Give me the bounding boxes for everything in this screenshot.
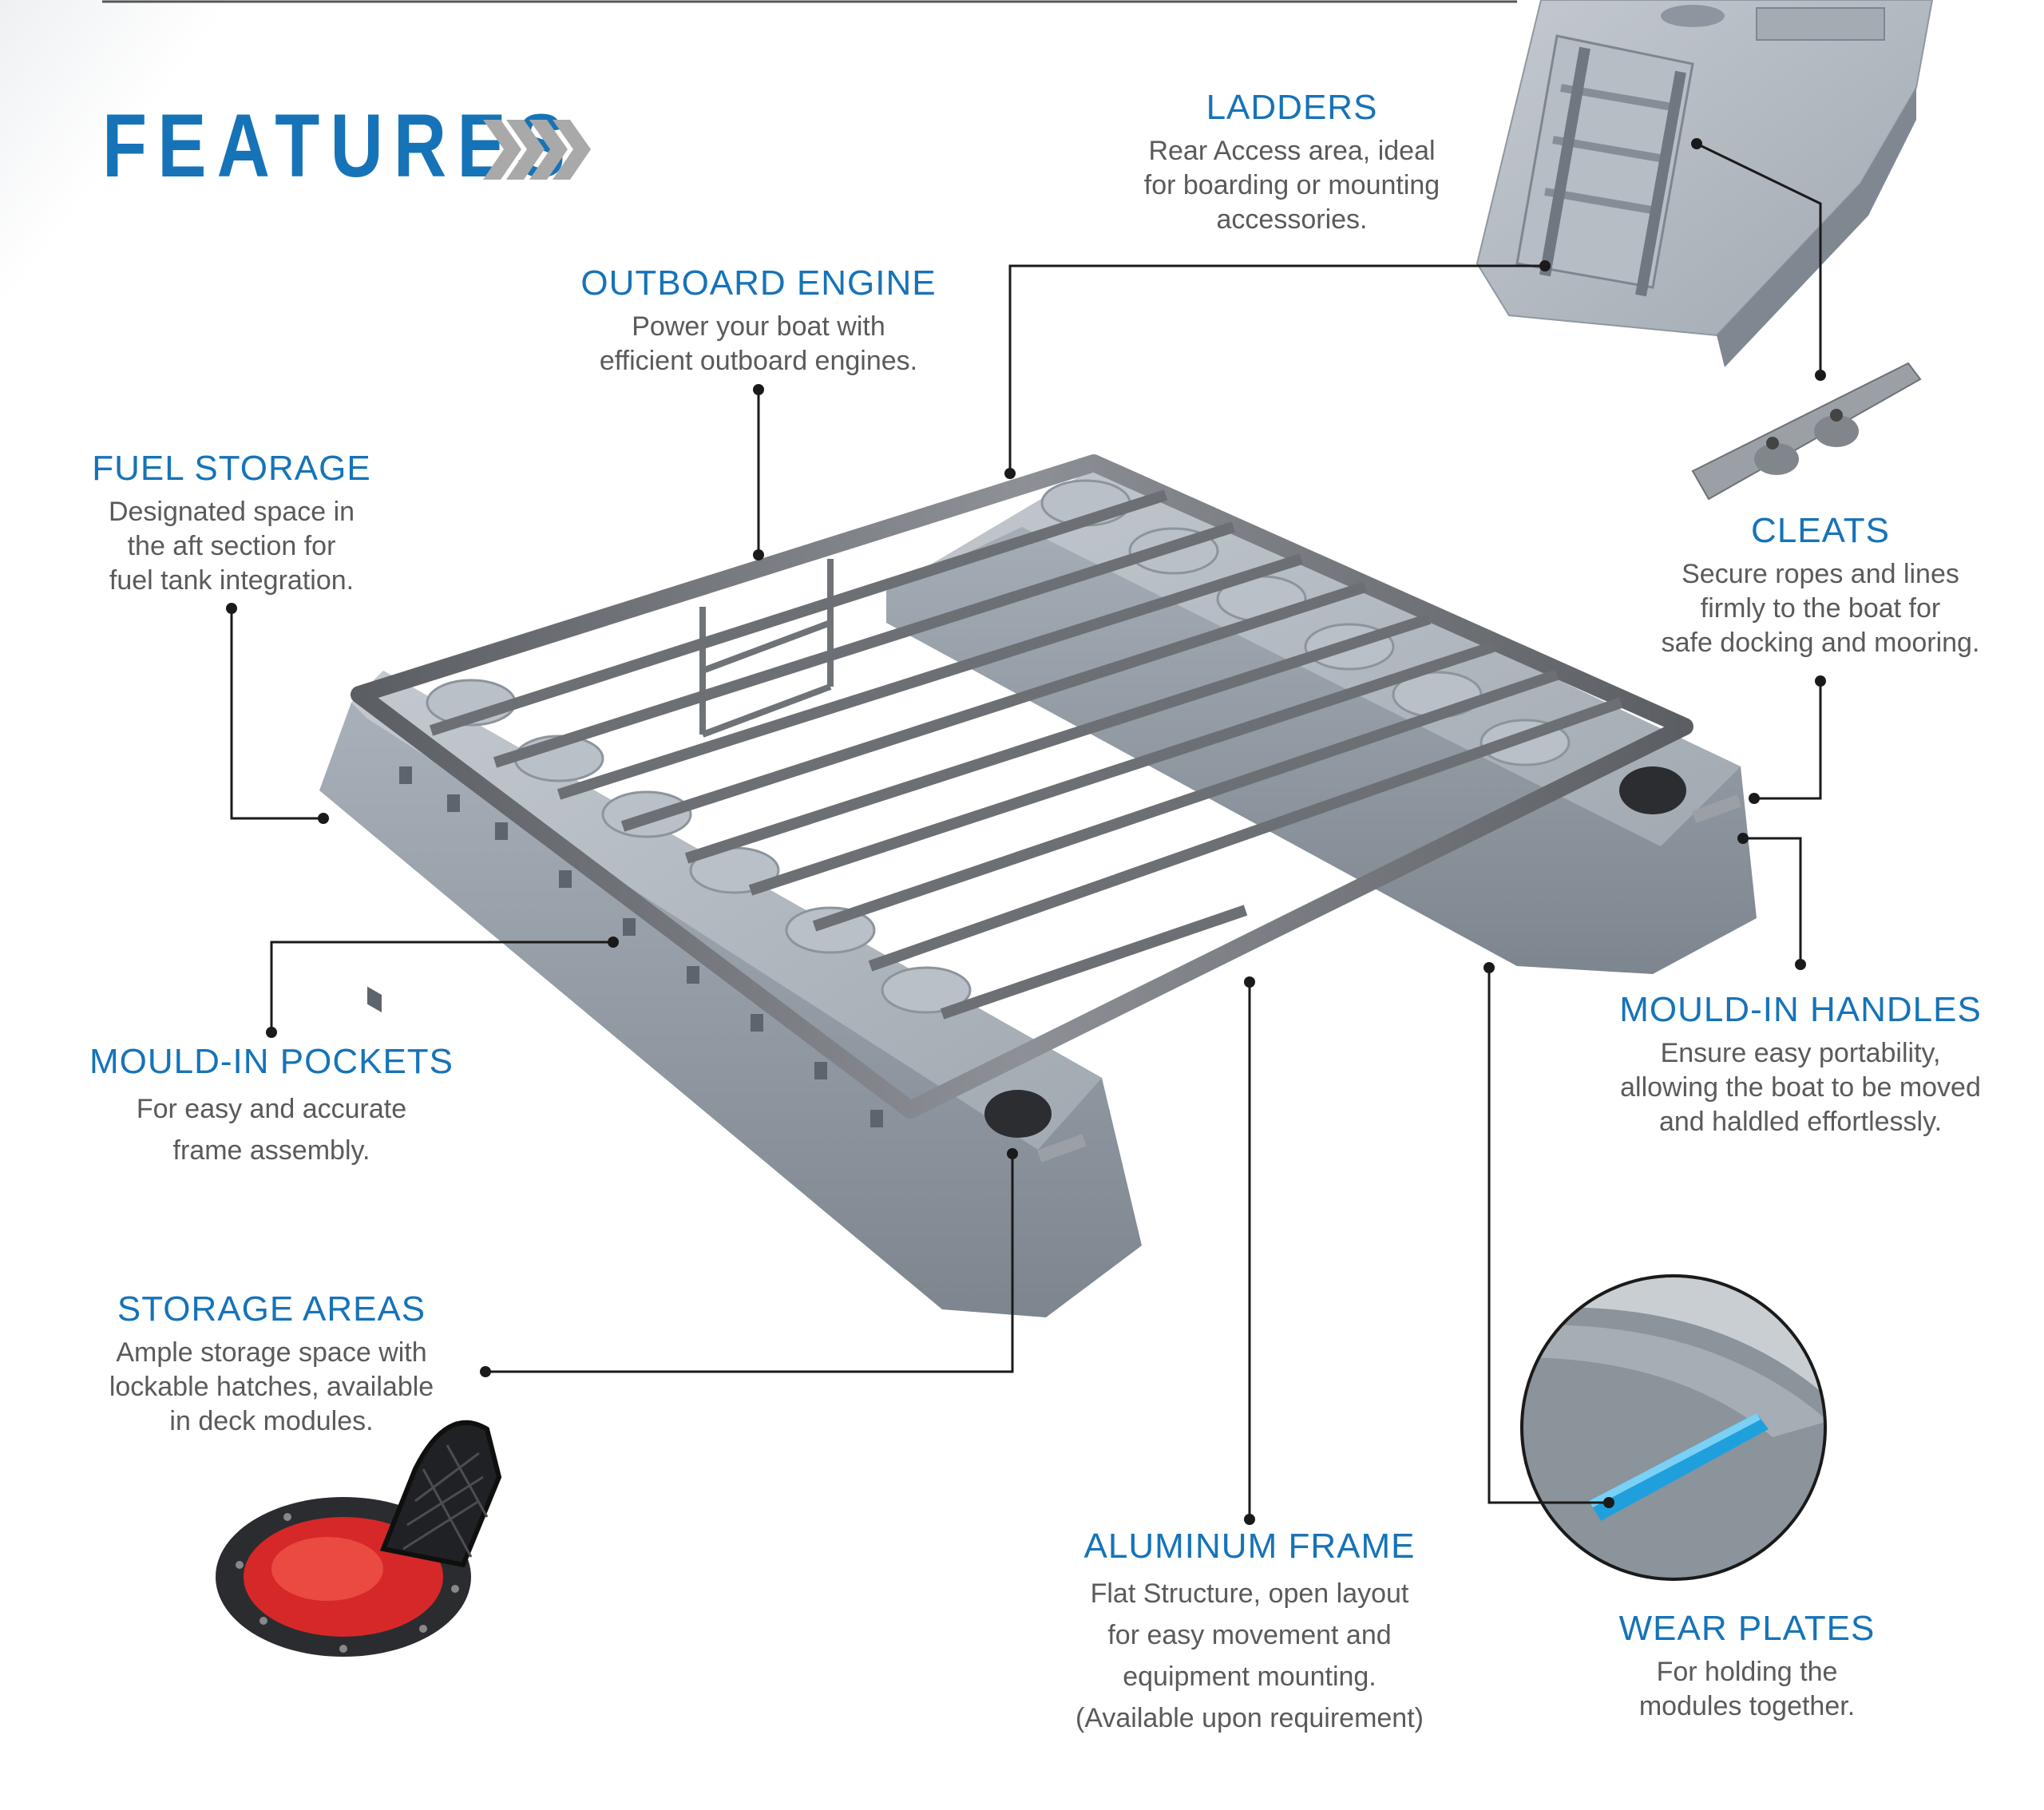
feature-desc: For easy and accurate frame assembly. xyxy=(136,1094,407,1166)
feature-title: FUEL STORAGE xyxy=(92,449,371,488)
feature-aluminum-frame: ALUMINUM FRAME Flat Structure, open layo… xyxy=(1026,1527,1473,1739)
background-corner xyxy=(0,0,335,447)
feature-desc: Power your boat with efficient outboard … xyxy=(599,311,918,376)
leader-fuel-storage xyxy=(230,608,323,820)
feature-wear-plates: WEAR PLATES For holding the modules toge… xyxy=(1523,1609,1971,1724)
feature-desc: Designated space in the aft section for … xyxy=(108,497,355,596)
leader-ladders xyxy=(1008,264,1545,473)
feature-title: MOULD-IN HANDLES xyxy=(1619,990,1982,1029)
leader-wear-plates xyxy=(1487,968,1609,1504)
feature-mould-in-handles: MOULD-IN HANDLES Ensure easy portability… xyxy=(1577,990,2024,1139)
feature-desc: Secure ropes and lines firmly to the boa… xyxy=(1661,559,1980,658)
leader-dots xyxy=(226,138,1826,1525)
feature-desc: Ample storage space with lockable hatche… xyxy=(109,1337,434,1436)
ladder-illustration xyxy=(1476,0,1934,367)
feature-storage-areas: STORAGE AREAS Ample storage space with l… xyxy=(48,1289,495,1439)
feature-title: MOULD-IN POCKETS xyxy=(89,1042,454,1081)
leader-cleats xyxy=(1696,142,1822,375)
cleat-illustration xyxy=(1691,362,1922,501)
feature-title: WEAR PLATES xyxy=(1618,1609,1876,1648)
feature-title: LADDERS xyxy=(1206,88,1378,127)
leader-storage-areas xyxy=(485,1154,1014,1373)
feature-desc: Ensure easy portability, allowing the bo… xyxy=(1620,1038,1981,1137)
feature-desc: Rear Access area, ideal for boarding or … xyxy=(1143,136,1440,235)
leader-lines xyxy=(230,142,1822,1519)
double-chevron-right-icon xyxy=(483,120,591,180)
feature-fuel-storage: FUEL STORAGE Designated space in the aft… xyxy=(8,449,455,598)
leader-cleats-boat xyxy=(1754,681,1822,800)
feature-desc: For holding the modules together. xyxy=(1638,1657,1856,1721)
leader-mould-in-handles xyxy=(1743,837,1802,964)
feature-mould-in-pockets: MOULD-IN POCKETS For easy and accurate f… xyxy=(48,1042,495,1171)
leader-mould-in-pockets xyxy=(270,941,613,1032)
hatch-illustration xyxy=(216,1420,502,1657)
boat-illustration xyxy=(319,454,1757,1317)
feature-cleats: CLEATS Secure ropes and lines firmly to … xyxy=(1597,511,2044,660)
feature-title: CLEATS xyxy=(1751,511,1890,550)
feature-outboard-engine: OUTBOARD ENGINE Power your boat with eff… xyxy=(535,263,982,378)
feature-desc: Flat Structure, open layout for easy mov… xyxy=(1075,1578,1424,1733)
feature-title: STORAGE AREAS xyxy=(117,1289,426,1329)
feature-ladders: LADDERS Rear Access area, ideal for boar… xyxy=(1068,88,1515,237)
feature-title: OUTBOARD ENGINE xyxy=(580,263,937,303)
wear-plate-detail xyxy=(1520,1274,1827,1581)
feature-title: ALUMINUM FRAME xyxy=(1083,1527,1416,1566)
